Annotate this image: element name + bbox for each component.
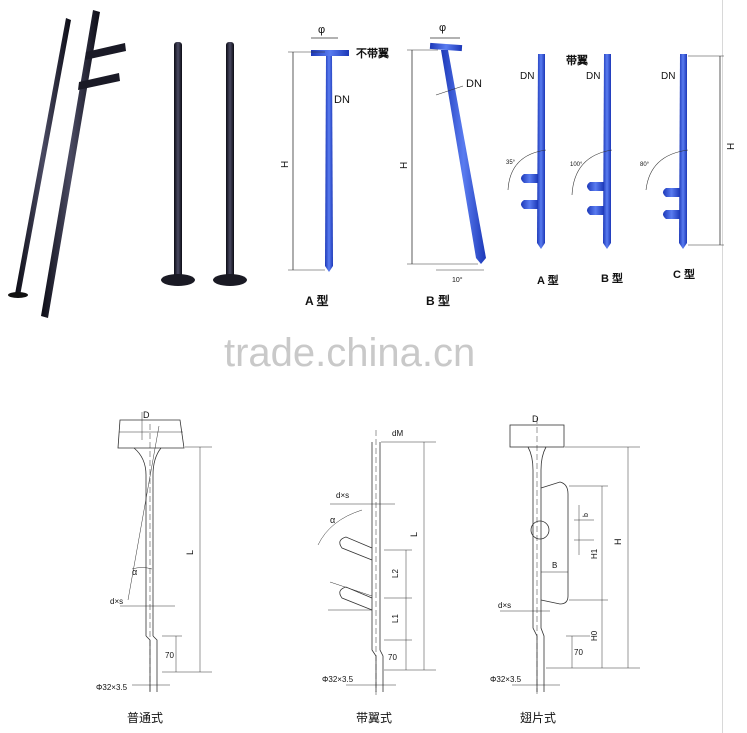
winged-c-fin-1 — [663, 188, 680, 197]
type-a-head — [311, 50, 349, 56]
blue-type-b: φ H DN 10° B 型 — [399, 22, 486, 308]
drawing-fin — [500, 418, 640, 695]
winged-type-a: DN 35° A 型 — [506, 54, 559, 287]
angle-label-1: 35° — [506, 160, 516, 166]
winged-type-c: DN 80° H C 型 — [640, 54, 737, 281]
watermark: trade.china.cn — [224, 331, 475, 375]
phi-label-b: φ — [439, 22, 446, 34]
phi-label-a: φ — [318, 24, 325, 36]
winged-70-label: 70 — [388, 653, 397, 662]
angle-label-b: 10° — [452, 276, 463, 284]
blue-winged-group: 带翼 DN 35° A 型 DN 100° B 型 DN — [506, 53, 737, 287]
winged-b-fin-1 — [587, 182, 604, 191]
rod-left — [15, 18, 71, 296]
winged-a-fin-2 — [521, 200, 538, 209]
no-wing-label: 不带翼 — [356, 46, 389, 60]
winged-dm-label: dM — [392, 429, 403, 438]
disc-left — [161, 274, 195, 286]
ordinary-phi32-label: Φ32×3.5 — [96, 683, 128, 692]
ordinary-head — [117, 419, 185, 449]
type-b-tube — [441, 50, 486, 264]
dn-label-wa: DN — [520, 71, 534, 82]
type-b-caption: B 型 — [426, 293, 450, 308]
h-label-a: H — [280, 161, 291, 168]
h-label-b: H — [399, 162, 410, 169]
angle-label-3: 80° — [640, 162, 650, 168]
winged-alpha-label: α — [330, 515, 335, 525]
caption-winged: 带翼式 — [356, 711, 392, 725]
photo-long-rods — [8, 10, 126, 318]
caption-fin: 翅片式 — [520, 710, 556, 725]
winged-b-fin-2 — [587, 206, 604, 215]
wing-upper — [339, 536, 373, 561]
winged-a-caption: A 型 — [537, 273, 559, 287]
blue-type-a: φ 不带翼 H DN A 型 — [280, 24, 389, 308]
winged-type-b: DN 100° B 型 — [570, 54, 623, 285]
ordinary-dxs-label: d×s — [110, 597, 123, 606]
fin-phi32-label: Φ32×3.5 — [490, 675, 522, 684]
fin-d-label: D — [532, 414, 539, 424]
rod-left-foot — [8, 292, 28, 298]
ordinary-alpha-label: α — [132, 567, 137, 577]
ordinary-70-label: 70 — [165, 651, 174, 660]
winged-b-tube — [603, 54, 611, 249]
winged-dxs-label: d×s — [336, 491, 349, 500]
winged-l1-label: L1 — [391, 614, 400, 623]
type-a-tube — [325, 56, 333, 272]
winged-c-fin-2 — [663, 210, 680, 219]
winged-phi32-label: Φ32×3.5 — [322, 675, 354, 684]
type-b-head — [429, 42, 463, 52]
disc-right — [213, 274, 247, 286]
with-wing-label: 带翼 — [566, 53, 588, 67]
winged-c-tube — [679, 54, 687, 249]
rod-disc-left — [174, 42, 182, 278]
drawing-winged — [317, 430, 436, 695]
fin-hole — [530, 520, 550, 540]
dn-label-a: DN — [334, 94, 350, 106]
winged-a-fin-1 — [521, 174, 538, 183]
h-label-c: H — [726, 143, 737, 150]
page-edge-line — [722, 0, 723, 733]
dn-label-b: DN — [466, 78, 482, 90]
rod-wing-2 — [78, 73, 120, 90]
fin-h1-label: H1 — [590, 548, 599, 559]
angle-label-2: 100° — [570, 162, 583, 168]
fin-h-label: H — [613, 539, 623, 546]
winged-a-tube — [537, 54, 545, 249]
winged-c-caption: C 型 — [673, 267, 695, 281]
ordinary-d-label: D — [143, 410, 150, 420]
winged-b-caption: B 型 — [601, 271, 623, 285]
fin-b-label: B — [552, 561, 557, 570]
fin-dxs-label: d×s — [498, 601, 511, 610]
caption-ordinary: 普通式 — [127, 711, 163, 725]
photo-rods-with-discs — [161, 42, 247, 286]
rod-wing-1 — [85, 43, 126, 60]
drawing-ordinary — [117, 412, 212, 694]
fin-small-b-label: b — [583, 513, 590, 517]
fin-70-label: 70 — [574, 648, 583, 657]
fin-plate — [540, 481, 569, 605]
wing-lower — [339, 586, 373, 611]
dn-label-wc: DN — [661, 71, 675, 82]
winged-l2-label: L2 — [391, 569, 400, 578]
type-a-caption: A 型 — [305, 293, 329, 308]
ordinary-l-label: L — [185, 550, 195, 555]
dn-label-wb: DN — [586, 71, 600, 82]
fin-h0-label: H0 — [590, 630, 599, 641]
winged-l-label: L — [409, 532, 419, 537]
rod-disc-right — [226, 42, 234, 278]
